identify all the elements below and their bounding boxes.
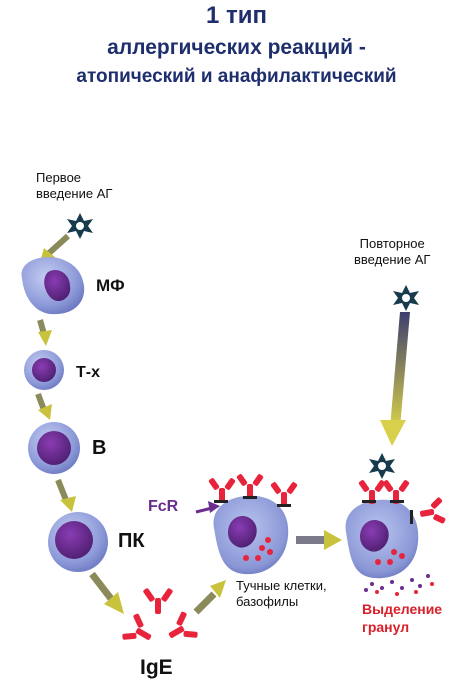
- plasma-cell-label: ПК: [118, 530, 145, 552]
- macrophage-cell: [21, 256, 85, 315]
- antigen-icon: [369, 453, 395, 479]
- mast-cell-activated: [345, 480, 446, 596]
- mast-cells-label: Тучные клетки, базофилы: [236, 578, 327, 610]
- antigen-icon: [67, 213, 93, 239]
- plasma-cell: [48, 512, 108, 572]
- b-cell-label: В: [92, 437, 107, 459]
- mast-cells-line-2: базофилы: [236, 594, 299, 609]
- title-line-1: 1 тип: [205, 2, 268, 29]
- granule-release-label: Выделение гранул: [362, 600, 442, 636]
- first-intro-label: Первое введение АГ: [36, 170, 112, 202]
- repeat-intro-label: Повторное введение АГ: [354, 236, 430, 268]
- ige-label: IgE: [140, 656, 173, 679]
- fcr-label: FcR: [148, 498, 179, 515]
- repeat-intro-line-2: введение АГ: [354, 252, 431, 267]
- t-helper-cell: [24, 350, 64, 390]
- antigen-icon: [393, 285, 419, 311]
- t-helper-label: Т-х: [76, 364, 100, 381]
- granule-release-line-1: Выделение: [362, 601, 443, 617]
- mast-cell: [208, 474, 298, 575]
- granule-release-line-2: гранул: [362, 619, 410, 635]
- mast-cells-line-1: Тучные клетки,: [236, 578, 327, 593]
- title-line-3: атопический и анафилактический: [76, 66, 397, 87]
- arrows: [35, 233, 410, 615]
- title-line-2: аллергических реакций -: [107, 36, 366, 59]
- first-intro-line-1: Первое: [36, 170, 82, 185]
- ige-antibodies: [122, 588, 198, 640]
- fcr-pointer: [195, 501, 220, 514]
- repeat-intro-line-1: Повторное: [359, 236, 425, 251]
- first-intro-line-2: введение АГ: [36, 186, 113, 201]
- macrophage-label: МФ: [96, 276, 125, 295]
- b-cell: [28, 422, 80, 474]
